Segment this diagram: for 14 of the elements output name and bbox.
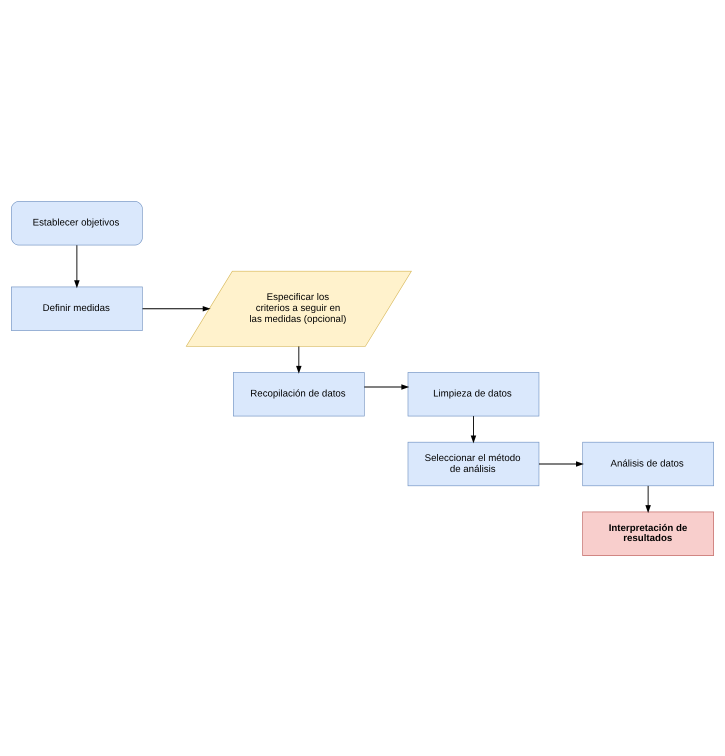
arrow <box>470 415 476 443</box>
node-box: Recopilación de datos <box>233 372 365 416</box>
arrow <box>645 484 651 513</box>
node-box: Interpretación de resultados <box>582 511 714 556</box>
node-box: Análisis de datos <box>582 441 714 486</box>
arrow <box>142 306 211 312</box>
node-box: Establecer objetivos <box>11 200 143 245</box>
arrow <box>364 384 410 390</box>
arrow <box>74 244 80 288</box>
arrow <box>538 460 584 466</box>
node-box: Limpieza de datos <box>408 372 540 416</box>
node-box: Seleccionar el método de análisis <box>408 441 540 486</box>
arrow <box>296 346 302 374</box>
node-box: Definir medidas <box>11 286 143 330</box>
